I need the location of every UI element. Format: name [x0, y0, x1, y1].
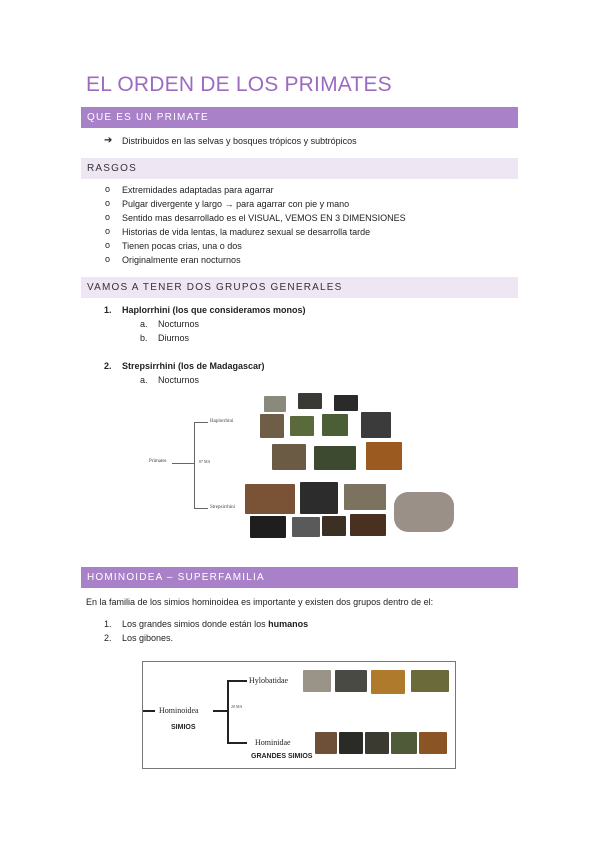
list-item: Tienen pocas crias, una o dos — [122, 241, 242, 251]
bullet-icon: o — [105, 212, 111, 222]
sub-item: Nocturnos — [158, 319, 200, 329]
list-item: Historias de vida lentas, la madurez sex… — [122, 227, 371, 237]
list-item-text: Los gibones. — [122, 633, 174, 643]
gibbon-photo — [335, 670, 367, 692]
primate-photo — [298, 393, 322, 409]
sub-mark: b. — [140, 333, 148, 343]
hominid-photo — [339, 732, 363, 754]
section-heading-grupos: VAMOS A TENER DOS GRUPOS GENERALES — [81, 277, 518, 298]
group-number: 1. — [104, 305, 112, 315]
list-item: Extremidades adaptadas para agarrar — [122, 185, 274, 195]
tree-root-label: Primates — [149, 459, 167, 464]
bullet-icon: o — [105, 240, 111, 250]
primate-photo — [366, 442, 402, 470]
tree-lower-label: Strepsirrhini — [210, 505, 235, 510]
list-item: Los gibones. — [122, 633, 173, 643]
hominid-photo — [391, 732, 417, 754]
tree-split-label: 87 MA — [199, 459, 211, 464]
arrow-icon: → — [222, 199, 237, 209]
tree-split-label: 20 MA — [231, 704, 243, 709]
section-heading-que-es: QUE ES UN PRIMATE — [81, 107, 518, 128]
section-heading-hominoidea: HOMINOIDEA – SUPERFAMILIA — [81, 567, 518, 588]
primate-photo — [314, 446, 356, 470]
bullet-icon: o — [105, 254, 111, 264]
page-title: EL ORDEN DE LOS PRIMATES — [86, 73, 392, 96]
list-item-text: Los grandes simios donde están los — [122, 619, 269, 629]
gibbon-photo — [303, 670, 331, 692]
primate-photo — [322, 516, 346, 536]
sub-mark: a. — [140, 375, 148, 385]
list-item: Sentido mas desarrollado es el VISUAL, V… — [122, 213, 406, 223]
list-item: Originalmente eran nocturnos — [122, 255, 241, 265]
bullet-icon: o — [105, 226, 111, 236]
bullet-icon: o — [105, 198, 111, 208]
hominid-photo — [419, 732, 447, 754]
list-item: Los grandes simios donde están los human… — [122, 619, 308, 629]
primate-photo — [322, 414, 348, 436]
primate-photo — [292, 517, 320, 537]
list-item-text: para agarrar con pie y mano — [236, 199, 350, 209]
primate-photo — [344, 484, 386, 510]
tree-lower-label: Hominidae — [255, 738, 291, 747]
arrow-icon: ➔ — [104, 135, 113, 146]
primate-photo — [272, 444, 306, 470]
gibbon-photo — [371, 670, 405, 694]
group-strepsirrhini: Strepsirrhini (los de Madagascar) — [122, 361, 265, 371]
hominoidea-intro: En la familia de los simios hominoidea e… — [86, 597, 434, 607]
hominoidea-tree-figure: Hominoidea SIMIOS 20 MA Hylobatidae Homi… — [142, 661, 456, 769]
lemur-photo — [394, 492, 454, 532]
list-item-text: Pulgar divergente y largo — [122, 199, 223, 209]
tree-root-sublabel: SIMIOS — [171, 724, 196, 731]
tree-upper-label: Hylobatidae — [249, 676, 289, 685]
primate-definition: Distribuidos en las selvas y bosques tró… — [122, 136, 357, 146]
primate-photo — [361, 412, 391, 438]
hominid-photo — [315, 732, 337, 754]
list-item-bold: humanos — [268, 619, 309, 629]
hominid-photo — [365, 732, 389, 754]
item-number: 2. — [104, 633, 112, 643]
list-item: Pulgar divergente y largo → para agarrar… — [122, 199, 349, 209]
sub-mark: a. — [140, 319, 148, 329]
primate-photo — [245, 484, 295, 514]
bullet-icon: o — [105, 184, 111, 194]
primate-photo — [250, 516, 286, 538]
group-haplorrhini: Haplorrhini (los que consideramos monos) — [122, 305, 306, 315]
section-heading-rasgos: RASGOS — [81, 158, 518, 179]
tree-root-label: Hominoidea — [159, 706, 199, 715]
sub-item: Diurnos — [158, 333, 190, 343]
primate-photo — [334, 395, 358, 411]
gibbon-photo — [411, 670, 449, 692]
item-number: 1. — [104, 619, 112, 629]
primate-photo — [350, 514, 386, 536]
primate-photo — [264, 396, 286, 412]
primate-photo — [260, 414, 284, 438]
group-number: 2. — [104, 361, 112, 371]
sub-item: Nocturnos — [158, 375, 200, 385]
tree-upper-label: Haplorrhini — [210, 419, 234, 424]
tree-lower-sublabel: GRANDES SIMIOS — [251, 753, 313, 760]
primate-photo — [290, 416, 314, 436]
primate-photo — [300, 482, 338, 514]
